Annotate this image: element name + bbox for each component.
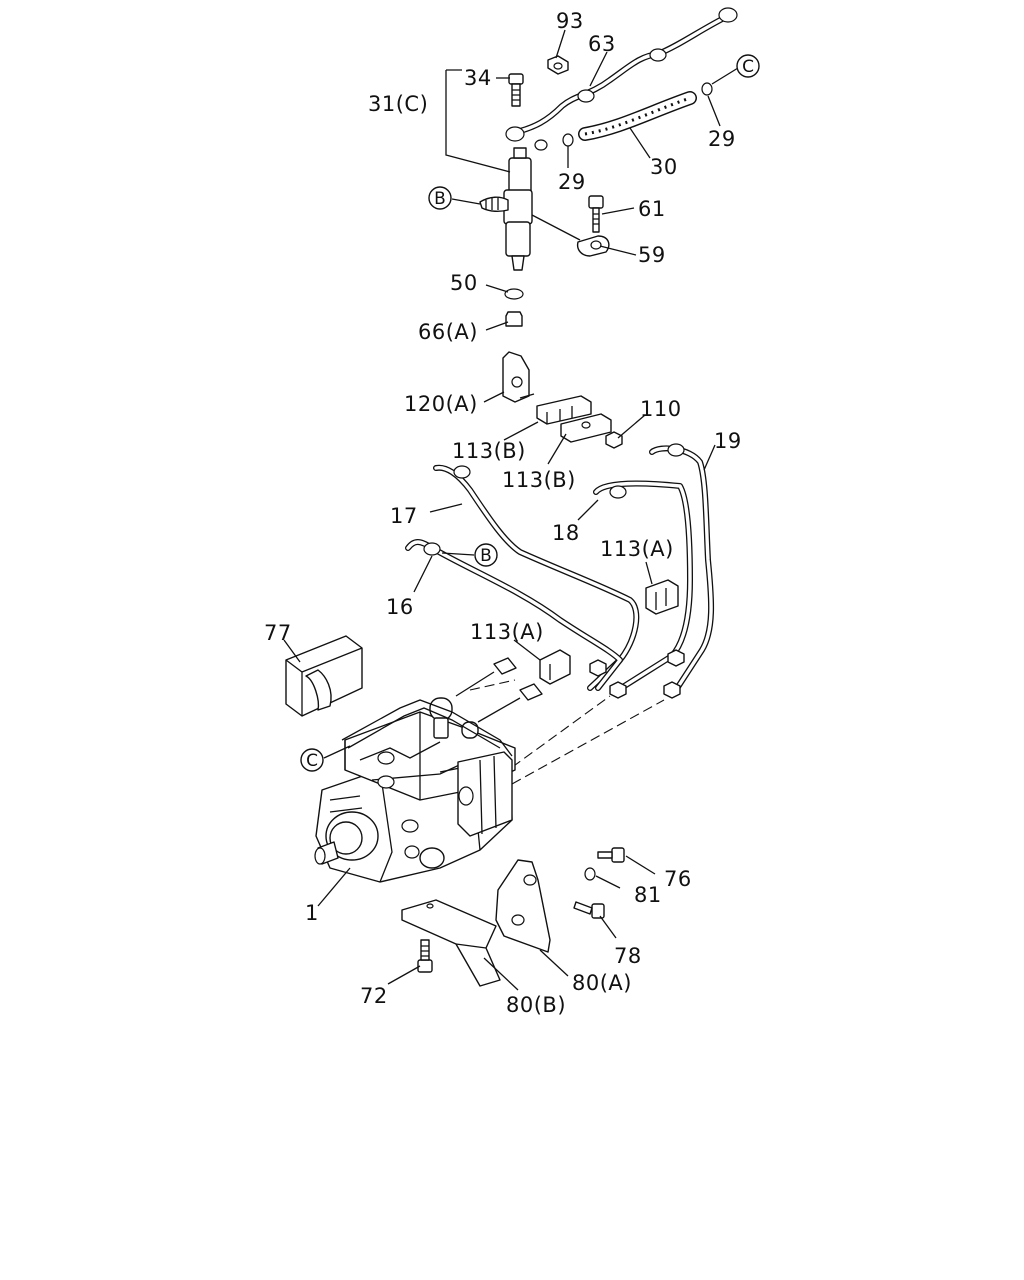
label-part-113b-lower: 113(B)	[502, 468, 576, 492]
alignment-line-b	[511, 699, 665, 785]
clamp-113a-middle	[539, 649, 571, 685]
label-part-30: 30	[650, 155, 678, 179]
label-part-113b-upper: 113(B)	[452, 439, 526, 463]
clamp-113a-right	[645, 579, 679, 615]
label-part-110: 110	[640, 397, 682, 421]
bolt-78	[573, 901, 605, 919]
label-part-19: 19	[714, 429, 742, 453]
clip-29-right	[701, 82, 713, 96]
clamp-113b-lower	[560, 413, 612, 443]
bolt-76	[597, 847, 625, 863]
leak-off-hose-30	[578, 91, 697, 141]
pipe-nuts	[589, 649, 685, 699]
injection-pipe-18	[593, 480, 693, 693]
injection-pipe-19	[649, 443, 715, 693]
injection-pump-1	[314, 657, 543, 883]
label-part-113a-middle: 113(A)	[470, 620, 544, 644]
bolt-72	[417, 939, 433, 973]
alignment-line-c	[469, 679, 516, 691]
label-part-78: 78	[614, 944, 642, 968]
label-part-80a: 80(A)	[572, 971, 632, 995]
label-part-113a-right: 113(A)	[600, 537, 674, 561]
label-part-66a: 66(A)	[418, 320, 478, 344]
bolt-34	[508, 73, 524, 107]
svg-text:C: C	[742, 57, 754, 77]
ref-b-injector: B	[428, 186, 452, 210]
injection-pipe-17	[433, 464, 640, 691]
injection-pipe-16	[405, 539, 623, 691]
label-part-29-left: 29	[558, 170, 586, 194]
label-part-1: 1	[305, 901, 319, 925]
label-part-17: 17	[390, 504, 418, 528]
label-part-31c: 31(C)	[368, 92, 428, 116]
svg-text:C: C	[306, 751, 318, 771]
label-part-18: 18	[552, 521, 580, 545]
label-part-34: 34	[464, 66, 492, 90]
ref-c-pump: C	[300, 748, 324, 772]
nut-93	[547, 55, 569, 75]
label-part-81: 81	[634, 883, 662, 907]
washer-81	[584, 867, 596, 881]
label-part-61: 61	[638, 197, 666, 221]
seal-66	[505, 311, 523, 327]
label-part-77: 77	[264, 621, 292, 645]
clamp-113b-upper	[536, 395, 592, 425]
insulator-77	[285, 635, 363, 717]
ref-c-top: C	[736, 54, 760, 78]
injector-nozzle-31	[479, 147, 533, 271]
label-part-120a: 120(A)	[404, 392, 478, 416]
leak-off-pipe-63	[505, 7, 738, 142]
svg-text:B: B	[434, 189, 446, 209]
clamp-59	[576, 235, 610, 257]
leader-lines	[283, 29, 739, 991]
bracket-120	[502, 351, 535, 403]
label-part-29-right: 29	[708, 127, 736, 151]
label-part-63: 63	[588, 32, 616, 56]
bolt-61	[588, 195, 604, 233]
alignment-line-a	[499, 695, 611, 777]
bracket-80a	[495, 859, 551, 953]
bracket-80b	[401, 899, 501, 987]
label-part-72: 72	[360, 984, 388, 1008]
label-part-50: 50	[450, 271, 478, 295]
label-part-59: 59	[638, 243, 666, 267]
nut-110	[605, 431, 623, 449]
washer-50	[504, 288, 524, 300]
label-part-16: 16	[386, 595, 414, 619]
label-part-93: 93	[556, 9, 584, 33]
label-part-76: 76	[664, 867, 692, 891]
clip-29-left	[534, 133, 574, 151]
label-part-80b: 80(B)	[506, 993, 566, 1017]
svg-text:B: B	[480, 546, 492, 566]
ref-b-pipe: B	[474, 543, 498, 567]
